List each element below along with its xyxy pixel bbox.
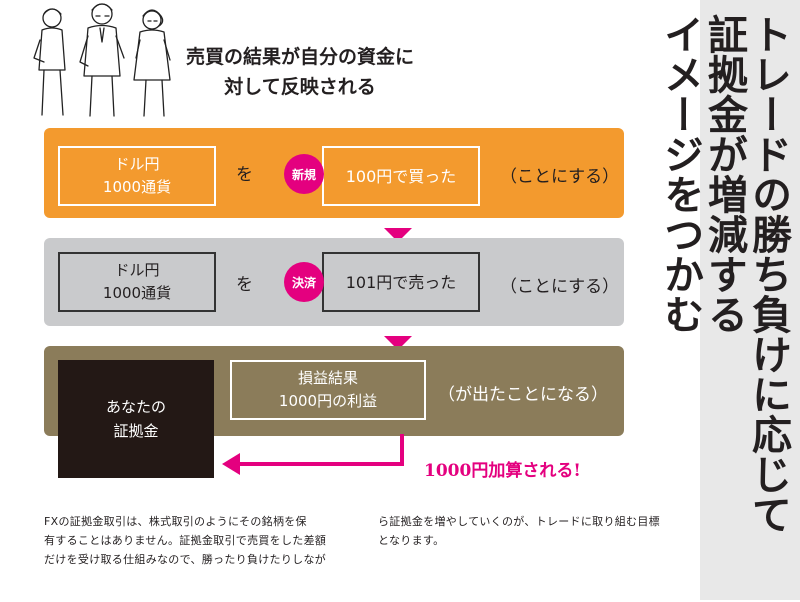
body-line: 有することはありません。証拠金取引で売買をした差額: [44, 534, 327, 547]
action-text: 100円で買った: [345, 166, 457, 186]
diagram-heading-line1: 売買の結果が自分の資金に: [185, 46, 414, 68]
body-text-right: ら証拠金を増やしていくのが、トレードに取り組む目標 となります。: [378, 512, 678, 550]
result-label: 損益結果: [297, 369, 358, 387]
row-settlement: ドル円 1000通貨 を 101円で売った 決済 （ことにする）: [44, 238, 624, 326]
currency-box: ドル円 1000通貨: [58, 146, 216, 206]
particle-wo: を: [236, 165, 253, 185]
body-line: だけを受け取る仕組みなので、勝ったり負けたりしなが: [44, 553, 327, 566]
currency-pair: ドル円: [114, 155, 160, 173]
body-line: FXの証拠金取引は、株式取引のようにその銘柄を保: [44, 515, 307, 528]
account-label-line2: 証拠金: [113, 422, 159, 440]
result-value: 1000円の利益: [278, 392, 378, 410]
body-line: となります。: [378, 534, 445, 547]
new-badge: 新規: [284, 154, 324, 194]
account-label-line1: あなたの: [105, 398, 166, 416]
settle-badge: 決済: [284, 262, 324, 302]
currency-pair: ドル円: [114, 261, 160, 279]
suffix-text: （が出たことになる）: [438, 385, 608, 405]
currency-box: ドル円 1000通貨: [58, 252, 216, 312]
action-box: 101円で売った: [322, 252, 480, 312]
body-line: ら証拠金を増やしていくのが、トレードに取り組む目標: [378, 515, 660, 528]
result-box: 損益結果 1000円の利益: [230, 360, 426, 420]
body-text-left: FXの証拠金取引は、株式取引のようにその銘柄を保 有することはありません。証拠金…: [44, 512, 354, 569]
return-arrow-icon: [222, 434, 404, 475]
title-column-3: イメージをつかむ: [657, 14, 704, 334]
title-column-1: トレードの勝ち負けに応じて: [745, 14, 792, 534]
action-box: 100円で買った: [322, 146, 480, 206]
action-text: 101円で売った: [345, 272, 457, 292]
suffix-text: （ことにする）: [500, 277, 620, 297]
row-new-order: ドル円 1000通貨 を 100円で買った 新規 （ことにする）: [44, 128, 624, 218]
margin-account-box: あなたの 証拠金: [58, 360, 214, 478]
currency-amount: 1000通貨: [102, 284, 172, 302]
particle-wo: を: [236, 275, 253, 295]
title-band: [700, 0, 800, 600]
diagram-heading-line2: 対して反映される: [224, 76, 376, 98]
currency-amount: 1000通貨: [102, 178, 172, 196]
title-column-2: 証拠金が増減する: [701, 14, 748, 334]
suffix-text: （ことにする）: [500, 167, 620, 187]
people-illustration: [33, 3, 171, 117]
added-label: 1000円加算される!: [424, 461, 581, 481]
